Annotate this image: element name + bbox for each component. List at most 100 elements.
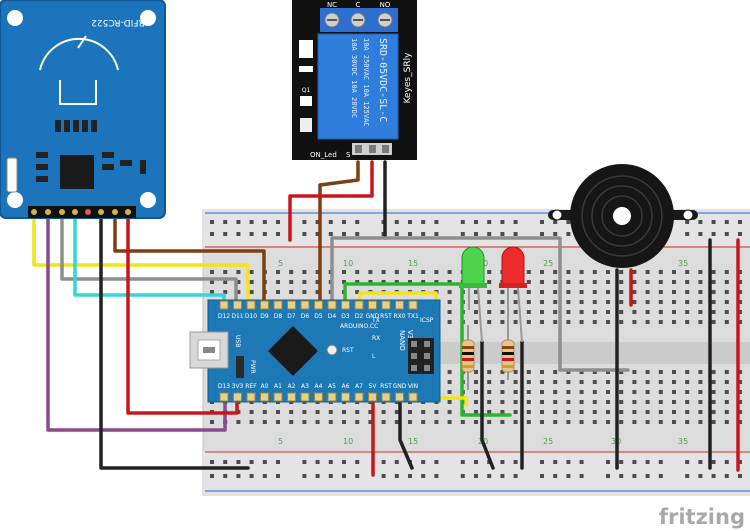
breadboard-hole — [698, 270, 703, 274]
breadboard-hole — [474, 310, 478, 314]
nano-pin-label: D8 — [274, 313, 283, 320]
wire-black-gnd[interactable] — [99, 210, 250, 470]
reset-button[interactable] — [326, 344, 338, 356]
rail-hole — [302, 474, 307, 478]
wire-gray-buzzer[interactable] — [330, 236, 630, 372]
breadboard-hole — [368, 410, 373, 414]
led-green-rim — [459, 283, 487, 288]
breadboard-hole — [645, 300, 650, 304]
breadboard-hole — [474, 300, 478, 304]
rail-hole — [249, 474, 254, 478]
breadboard-hole — [540, 420, 544, 424]
breadboard-hole — [724, 420, 729, 424]
breadboard-hole — [500, 290, 505, 294]
breadboard-hole — [315, 280, 320, 284]
breadboard-hole — [408, 420, 412, 424]
relay-signal-label: S — [346, 151, 351, 159]
nano-pin-label: D2 — [355, 313, 364, 320]
breadboard-hole — [315, 410, 320, 414]
breadboard-hole — [672, 400, 676, 404]
rail-hole — [434, 474, 439, 478]
rail-hole — [223, 474, 228, 478]
terminal-label-no: NO — [380, 1, 391, 9]
breadboard-hole — [592, 270, 597, 274]
breadboard-hole — [711, 270, 716, 274]
rail-hole — [394, 474, 399, 478]
breadboard-hole — [685, 410, 690, 414]
breadboard-hole — [658, 320, 663, 324]
breadboard-hole — [315, 290, 320, 294]
mount-hole — [140, 10, 156, 26]
rail-hole — [381, 474, 386, 478]
pwr-label: PWR — [249, 360, 256, 374]
rail-hole — [500, 460, 505, 464]
led-green — [459, 246, 487, 343]
breadboard-hole — [513, 300, 518, 304]
nano-pin — [395, 300, 404, 310]
rail-hole — [487, 474, 492, 478]
rail-hole — [474, 232, 478, 236]
buzzer — [548, 164, 698, 268]
rail-hole — [355, 232, 360, 236]
rail-hole — [223, 220, 228, 224]
wire-yellow-sda[interactable] — [32, 210, 250, 307]
rail-hole — [328, 474, 333, 478]
fritzing-watermark: fritzing — [659, 505, 745, 529]
nano-pin — [381, 392, 391, 402]
icsp-header — [408, 338, 434, 374]
breadboard-hole — [592, 280, 597, 284]
breadboard-hole — [276, 280, 280, 284]
rail-hole — [210, 232, 214, 236]
breadboard-hole — [447, 310, 452, 314]
relay-model: SRD-05VDC-SL-C — [377, 38, 388, 122]
rail-hole — [685, 460, 690, 464]
nano-pin-label: A1 — [274, 383, 282, 390]
breadboard-hole — [632, 410, 637, 414]
smd-components — [36, 120, 146, 182]
breadboard-hole — [579, 280, 584, 284]
rail-hole — [342, 232, 346, 236]
arduino-name: ARDUINO.CC — [340, 323, 378, 330]
breadboard-hole — [540, 280, 544, 284]
column-number: 15 — [408, 259, 418, 268]
breadboard-hole — [711, 290, 716, 294]
breadboard-hole — [487, 310, 492, 314]
breadboard-hole — [711, 390, 716, 394]
wire-brown-rst[interactable] — [113, 210, 266, 307]
rail-hole — [315, 220, 320, 224]
breadboard-hole — [579, 320, 584, 324]
wire-black-led-gnd[interactable] — [480, 340, 495, 470]
column-number: 25 — [543, 259, 553, 268]
breadboard-hole — [658, 370, 663, 374]
wire-gray-sck[interactable] — [60, 210, 238, 307]
wire-black-nano-gnd[interactable] — [398, 400, 414, 470]
rail-hole — [606, 474, 610, 478]
rail-hole — [315, 474, 320, 478]
breadboard-hole — [711, 300, 716, 304]
breadboard-hole — [289, 280, 294, 284]
breadboard-hole — [698, 380, 703, 384]
breadboard-hole — [289, 420, 294, 424]
breadboard-hole — [724, 300, 729, 304]
nano-pin — [314, 392, 323, 402]
wire-brown-relay-signal[interactable] — [318, 160, 360, 307]
rail-hole — [566, 460, 571, 464]
wire-red-3v3[interactable] — [126, 210, 239, 415]
nano-pin-label: A2 — [288, 383, 296, 390]
breadboard-hole — [566, 310, 571, 314]
breadboard-hole — [223, 270, 228, 274]
breadboard-hole — [526, 290, 531, 294]
model-line: V3.0 — [406, 330, 414, 346]
rail-hole — [724, 232, 729, 236]
wire-cyan-mosi[interactable] — [73, 210, 226, 307]
nano-pin-label: D3 — [341, 313, 350, 320]
rail-hole — [738, 232, 742, 236]
wire-red-relay-vcc[interactable] — [288, 160, 374, 242]
breadboard-hole — [513, 320, 518, 324]
breadboard-hole — [540, 380, 544, 384]
nano-pin — [233, 300, 242, 310]
breadboard-hole — [645, 380, 650, 384]
rail-hole — [355, 220, 360, 224]
breadboard-hole — [526, 380, 531, 384]
breadboard-hole — [632, 390, 637, 394]
